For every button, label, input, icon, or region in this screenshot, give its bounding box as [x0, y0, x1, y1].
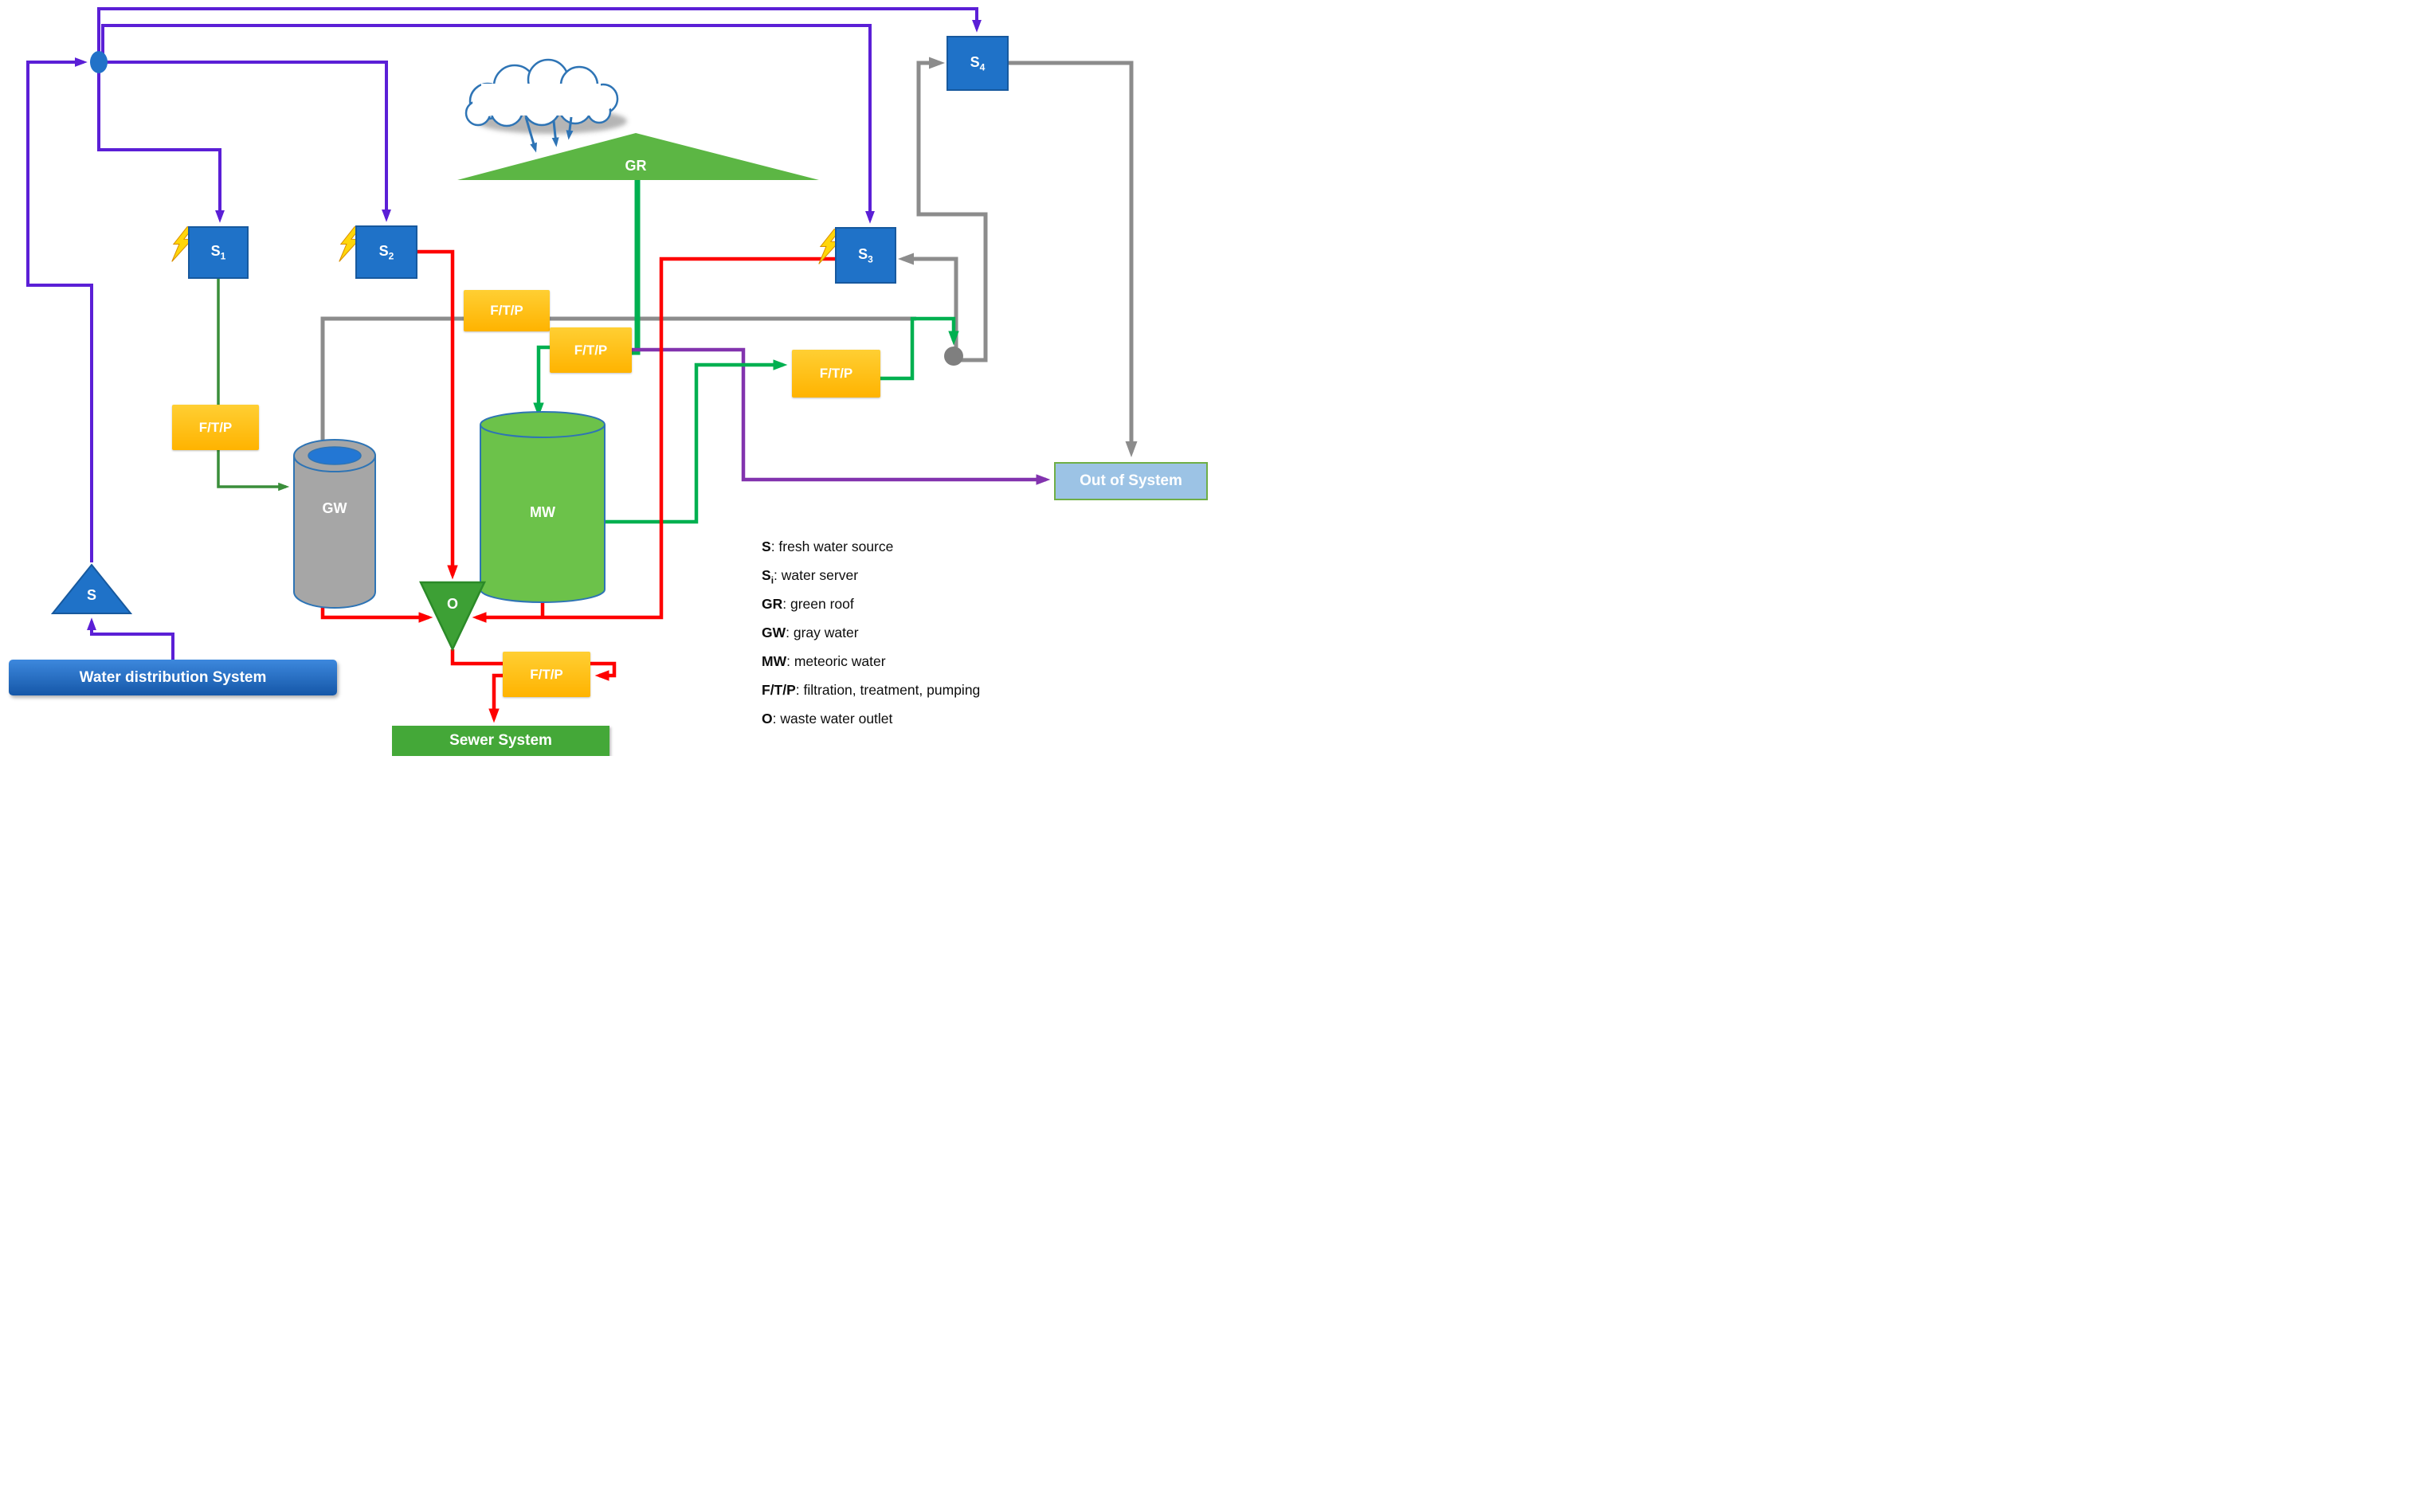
out-of-system-box: Out of System [1054, 462, 1208, 500]
supply-junction-dot [90, 51, 108, 73]
edge-gw-to-junction [320, 316, 916, 440]
waste-outlet-shape [419, 581, 486, 652]
legend-item: MW: meteoric water [762, 653, 886, 669]
ftp-label: F/T/P [490, 303, 523, 318]
green-roof-shape [457, 133, 819, 180]
legend-item: GR: green roof [762, 596, 854, 612]
rain-arrows-icon [524, 116, 574, 153]
edge-source-to-junction [26, 57, 93, 562]
node-s1-label: S1 [210, 243, 226, 262]
edge-ftp3-to-dot [880, 316, 959, 381]
ftp-box-1: F/T/P [464, 290, 550, 331]
ftp-label: F/T/P [819, 366, 853, 381]
fresh-water-source-shape [50, 563, 133, 614]
gw-opening [308, 446, 362, 465]
out-of-system-label: Out of System [1080, 472, 1182, 489]
node-s3: S3 [835, 227, 896, 284]
node-s2: S2 [355, 225, 417, 279]
diagram-canvas: S1 S2 S3 S4 F/T/P F/T/P F/T/P F/T/P F/T/… [0, 0, 1213, 756]
node-s1: S1 [188, 226, 249, 279]
legend: S: fresh water source Si: water server G… [762, 539, 1192, 739]
edge-ftp2-to-out [632, 347, 1051, 485]
edge-gr-to-ftp2 [631, 180, 641, 355]
edge-junction-to-s2 [99, 61, 391, 222]
node-s4-label: S4 [970, 53, 986, 73]
edge-s3-to-outlet [472, 257, 835, 623]
edge-s4-to-out [1009, 61, 1138, 458]
wds-label: Water distribution System [79, 668, 267, 686]
gray-water-tank [293, 439, 376, 609]
edge-mw-to-ftp3 [605, 359, 788, 524]
ftp-box-4: F/T/P [503, 652, 590, 697]
edge-junction-to-s1 [97, 62, 225, 223]
meteoric-water-tank [480, 411, 606, 603]
water-distribution-system-box: Water distribution System [9, 660, 337, 695]
reuse-junction-dot [944, 347, 963, 366]
edge-ftp4-to-sewer [488, 673, 503, 723]
ftp-box-5: F/T/P [172, 405, 259, 450]
edge-s1-to-gw [217, 279, 286, 487]
sewer-label: Sewer System [449, 732, 552, 749]
legend-item: S: fresh water source [762, 539, 894, 554]
edge-junction-to-s3 [101, 24, 875, 224]
ftp-label: F/T/P [530, 666, 563, 682]
node-s4: S4 [946, 36, 1009, 91]
diagram-wires [26, 7, 1138, 723]
edge-outlet-to-ftp4 [450, 649, 617, 681]
node-s3-label: S3 [858, 245, 873, 265]
ftp-label: F/T/P [198, 419, 233, 435]
ftp-box-3: F/T/P [792, 350, 880, 398]
cloud-icon [464, 58, 627, 134]
legend-item: O: waste water outlet [762, 711, 893, 727]
edge-wds-to-source [87, 617, 174, 660]
edge-dot-to-s4 [916, 57, 988, 362]
edge-s2-to-outlet [417, 249, 458, 580]
edge-dot-to-s3 [897, 253, 958, 347]
ftp-label: F/T/P [574, 342, 608, 358]
edge-ftp2-to-mw [533, 345, 550, 417]
legend-item: GW: gray water [762, 625, 859, 640]
node-s2-label: S2 [378, 242, 394, 262]
edge-junction-to-s4 [97, 7, 982, 56]
sewer-system-box: Sewer System [392, 726, 609, 756]
legend-item: F/T/P: filtration, treatment, pumping [762, 682, 981, 698]
legend-item: Si: water server [762, 567, 859, 586]
ftp-box-2: F/T/P [550, 327, 632, 373]
